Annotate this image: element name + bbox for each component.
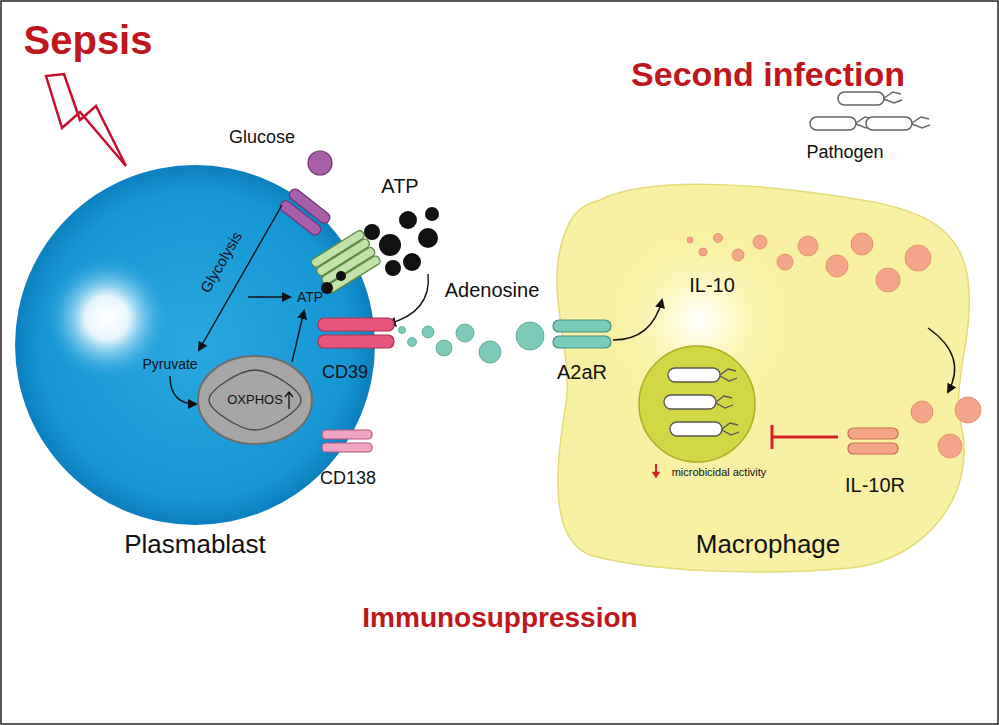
- adenosine-dots-part: [456, 324, 474, 342]
- phagosome: [639, 346, 755, 462]
- nucleus-glow: [605, 225, 795, 415]
- il10-dots-part: [938, 434, 962, 458]
- adenosine-dots-part: [436, 340, 452, 356]
- molecule-label: Adenosine: [445, 279, 540, 302]
- atp-dots-part: [425, 207, 439, 221]
- phagosome-part: [639, 346, 755, 462]
- phagosome-part: [664, 368, 739, 436]
- phagosome-part-part: [668, 368, 720, 382]
- lightning-bolt: [46, 74, 126, 166]
- node-label: OXPHOS: [227, 393, 283, 408]
- receptor-label: A2aR: [557, 361, 607, 384]
- pathogen-rods-part: [884, 92, 902, 103]
- il10-receptor-part: [848, 443, 898, 454]
- effect-note: microbicidal activity: [672, 466, 767, 479]
- pathogen-rods-part: [810, 117, 856, 130]
- adenosine-dots: [399, 322, 545, 363]
- node-shape: [545, 175, 980, 580]
- adenosine-dots-part: [516, 322, 544, 350]
- cell-name: Plasmablast: [124, 530, 266, 560]
- il10-dots-part: [732, 249, 744, 261]
- mito-body: [198, 356, 312, 444]
- inhibition-line-part: [772, 436, 838, 439]
- figure-heading: Immunosuppression: [362, 602, 637, 634]
- phagosome-part-part: [716, 396, 733, 408]
- cycle-line: [209, 370, 301, 430]
- pathway-arrows-part: [388, 274, 428, 324]
- receptor-label: CD138: [320, 468, 376, 489]
- atp-dots-part: [403, 253, 421, 271]
- adenosine-dots-part: [399, 327, 406, 334]
- adenosine-dots-part: [408, 338, 417, 347]
- cd39-receptor-part: [318, 335, 394, 348]
- molecule-label: IL-10: [689, 274, 735, 297]
- il10-receptor-part: [848, 428, 898, 439]
- mitochondrion: OXPHOS: [197, 355, 313, 445]
- atp-dots-part: [364, 224, 380, 240]
- receptor-label: CD39: [322, 362, 368, 383]
- receptor-label: IL-10R: [845, 474, 905, 497]
- atp-dots-part: [385, 260, 401, 276]
- il10-dots-part: [714, 234, 723, 243]
- il10-dots-part: [876, 268, 900, 292]
- cell-name: Macrophage: [696, 530, 841, 560]
- macrophage-body: [557, 184, 969, 572]
- item-label: Pathogen: [806, 142, 883, 163]
- atp-dots-part: [336, 271, 346, 281]
- il10-dots-part: [911, 401, 933, 423]
- il10-dots-part: [851, 233, 873, 255]
- lightning-bolt-part: [46, 74, 126, 166]
- pathway-arrows-part: [248, 296, 290, 297]
- macrophage-cell: Macrophage: [545, 175, 980, 580]
- inhibition-line-part: [771, 425, 774, 449]
- glucose-transporter-part: [308, 151, 332, 175]
- a2ar-receptor-part: [553, 320, 611, 332]
- atp-dots-part: [379, 234, 401, 256]
- up-arrow: [285, 392, 293, 409]
- il10-dots-part: [699, 248, 707, 256]
- pathogen-rods-part: [912, 117, 930, 128]
- molecule-label: ATP: [381, 175, 418, 198]
- molecule-label: Glucose: [229, 127, 295, 148]
- il10-dots-part: [905, 245, 931, 271]
- il10-dots-part: [753, 235, 767, 249]
- atp-dots: [321, 207, 439, 294]
- a2ar-receptor-part: [553, 336, 611, 348]
- cd138-receptor-part: [322, 430, 372, 439]
- pathogen-rods-part: [838, 92, 884, 105]
- il10-dots-part: [798, 236, 818, 256]
- pathogen-rods-part: [866, 117, 912, 130]
- il10-dots-part: [826, 255, 848, 277]
- cd138-receptor-part: [322, 443, 372, 452]
- il10-dots-part: [777, 254, 793, 270]
- il10-dots-part: [687, 237, 693, 243]
- phagosome-part-part: [722, 423, 739, 435]
- adenosine-dots-part: [479, 341, 501, 363]
- figure-heading: Second infection: [631, 55, 905, 94]
- phagosome-part-part: [720, 369, 737, 381]
- phagosome-part-part: [664, 395, 716, 409]
- atp-dots-part: [399, 211, 417, 229]
- pathogen-rods: [810, 92, 930, 130]
- cd39-receptor-part: [318, 318, 394, 331]
- adenosine-dots-part: [422, 326, 434, 338]
- il10-dots-part: [955, 397, 981, 423]
- pathway-label: Glycolysis: [197, 228, 246, 295]
- phagosome-part-part: [670, 422, 722, 436]
- molecule-label: Pyruvate: [142, 356, 197, 372]
- molecule-label: ATP: [297, 289, 323, 305]
- figure-heading: Sepsis: [24, 17, 153, 63]
- atp-dots-part: [418, 228, 438, 248]
